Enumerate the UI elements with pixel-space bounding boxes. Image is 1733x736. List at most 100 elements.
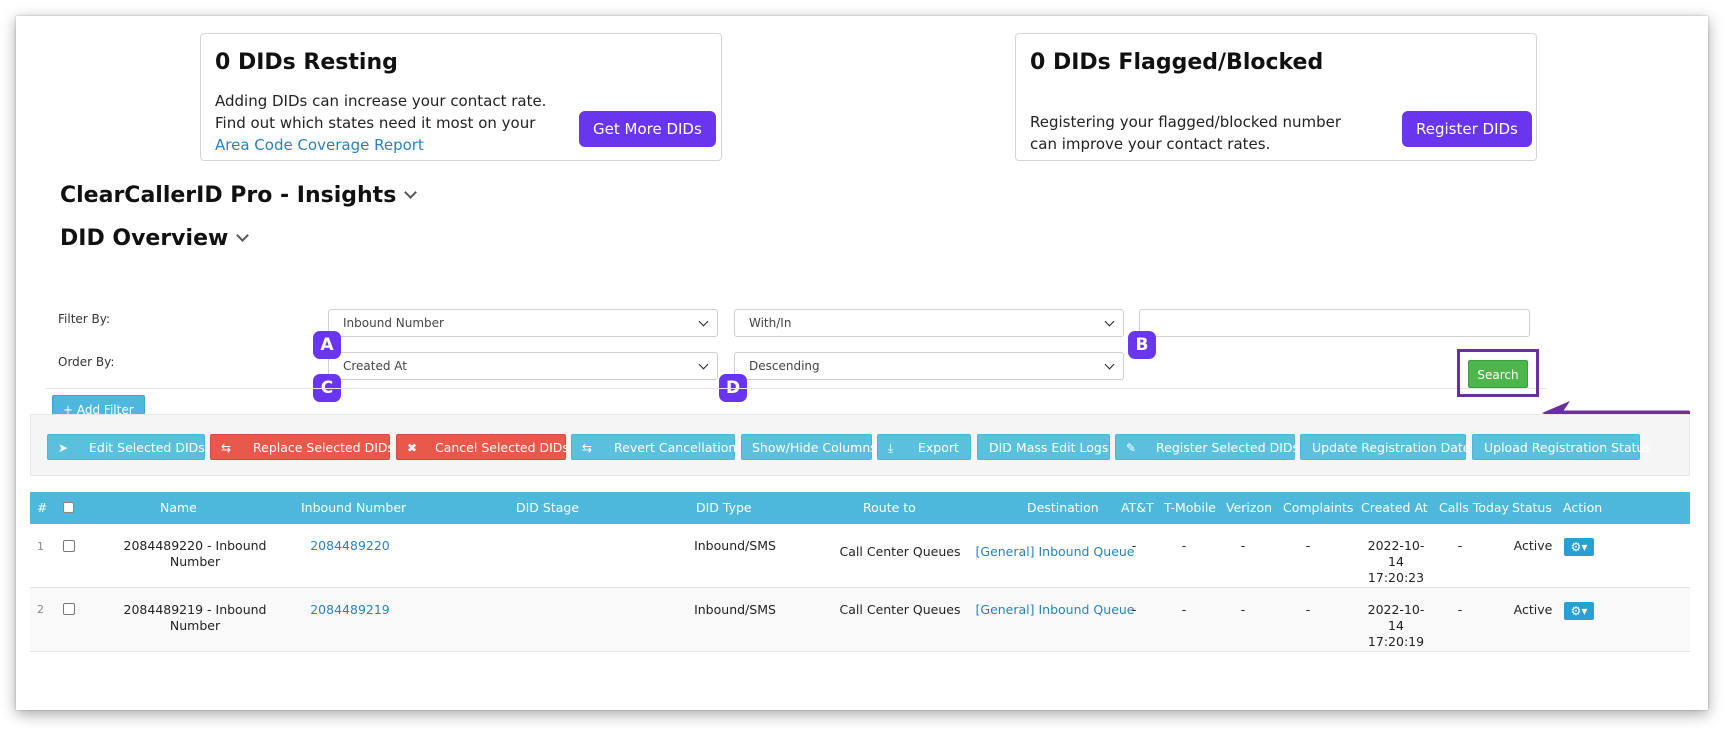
area-code-report-link[interactable]: Area Code Coverage Report [215,136,424,154]
row-action-button[interactable]: ⚙▾ [1564,602,1594,620]
row-created-at: 2022-10- 14 17:20:19 [1356,602,1436,650]
row-name-line2: Number [169,618,221,633]
upload-registration-status-label: Upload Registration Status [1484,440,1651,455]
row-calls-today: - [1457,538,1463,553]
show-hide-columns-label: Show/Hide Columns [752,440,877,455]
get-more-dids-button[interactable]: Get More DIDs [579,111,716,147]
update-registration-date-button[interactable]: Update Registration Date [1300,434,1470,460]
row-att: - [1131,538,1137,553]
col-status[interactable]: Status [1512,500,1552,515]
close-icon: ✖ [407,441,418,455]
col-verizon[interactable]: Verizon [1226,500,1273,515]
row-status: Active [1513,538,1553,553]
col-att[interactable]: AT&T [1121,500,1154,515]
flagged-line1: Registering your flagged/blocked number [1030,113,1342,131]
did-overview-title[interactable]: DID Overview [60,226,250,251]
filter-operator-value: With/In [749,316,792,330]
filter-field-select[interactable]: Inbound Number [328,309,718,337]
destination-link[interactable]: [General] Inbound Queue [975,602,1135,617]
filter-divider [46,388,1546,389]
row-index: 2 [37,603,44,616]
col-created-at[interactable]: Created At [1361,500,1428,515]
register-selected-button[interactable]: ✎ Register Selected DIDs [1115,434,1299,460]
destination-link[interactable]: [General] Inbound Queue [975,544,1135,559]
edit-icon: ✎ [1126,441,1137,455]
chevron-down-icon [698,359,709,370]
resting-title: 0 DIDs Resting [215,50,398,75]
order-direction-select[interactable]: Descending [734,352,1124,380]
row-checkbox[interactable] [63,603,75,615]
row-name-line1: 2084489220 - Inbound [123,538,267,553]
mass-edit-logs-button[interactable]: DID Mass Edit Logs [977,434,1110,460]
inbound-number-link[interactable]: 2084489219 [310,602,390,617]
chevron-down-icon [1104,359,1115,370]
col-tmobile[interactable]: T-Mobile [1164,500,1217,515]
chevron-down-icon [236,229,250,242]
row-created-line1: 2022-10- [1367,602,1425,617]
select-all-checkbox[interactable] [63,502,74,513]
row-created-line2: 14 [1388,618,1404,633]
col-action: Action [1563,500,1603,515]
row-name-line2: Number [169,554,221,569]
register-dids-button[interactable]: Register DIDs [1402,111,1532,147]
order-field-select[interactable]: Created At [328,352,718,380]
row-name: 2084489220 - Inbound Number [100,538,290,570]
col-route-to[interactable]: Route to [863,500,916,515]
update-registration-date-label: Update Registration Date [1312,440,1471,455]
col-did-type[interactable]: DID Type [696,500,752,515]
filter-operator-select[interactable]: With/In [734,309,1124,337]
export-button[interactable]: ⤓ Export [877,434,971,460]
row-calls-today: - [1457,602,1463,617]
row-checkbox[interactable] [63,540,75,552]
row-action-button[interactable]: ⚙▾ [1564,538,1594,556]
col-num: # [37,500,48,515]
chevron-down-icon [404,186,418,199]
annotation-badge-b: B [1128,331,1156,359]
replace-selected-button[interactable]: ⇆ Replace Selected DIDs [210,434,394,460]
row-att: - [1131,602,1137,617]
resting-line1: Adding DIDs can increase your contact ra… [215,92,547,110]
bulk-actions-toolbar: ➤ Edit Selected DIDs ⇆ Replace Selected … [30,414,1690,476]
row-did-type: Inbound/SMS [694,538,776,553]
inbound-number-link[interactable]: 2084489220 [310,538,390,553]
filter-value-input[interactable] [1139,309,1530,337]
col-name[interactable]: Name [160,500,197,515]
order-direction-value: Descending [749,359,820,373]
cancel-selected-button[interactable]: ✖ Cancel Selected DIDs [396,434,569,460]
row-verizon: - [1240,538,1246,553]
retweet-icon: ⇆ [221,441,232,455]
chevron-down-icon [1104,316,1115,327]
row-complaints: - [1305,602,1311,617]
row-index: 1 [37,540,44,553]
col-inbound-number[interactable]: Inbound Number [301,500,407,515]
edit-selected-button[interactable]: ➤ Edit Selected DIDs [47,434,205,460]
did-overview-title-text: DID Overview [60,226,229,251]
col-destination[interactable]: Destination [1027,500,1099,515]
upload-registration-status-button[interactable]: Upload Registration Status [1472,434,1651,460]
row-verizon: - [1240,602,1246,617]
share-arrow-icon: ➤ [58,441,69,455]
row-route-to: Call Center Queues [839,544,961,559]
app-frame: 0 DIDs Resting Adding DIDs can increase … [16,16,1708,710]
cancel-selected-label: Cancel Selected DIDs [435,440,569,455]
row-name-line1: 2084489219 - Inbound [123,602,267,617]
search-button[interactable]: Search [1468,360,1528,388]
col-did-stage[interactable]: DID Stage [516,500,580,515]
replace-selected-label: Replace Selected DIDs [253,440,395,455]
col-complaints[interactable]: Complaints [1283,500,1354,515]
gear-icon: ⚙▾ [1570,604,1588,618]
download-icon: ⤓ [888,441,894,455]
row-did-type: Inbound/SMS [694,602,776,617]
insights-title[interactable]: ClearCallerID Pro - Insights [60,183,418,208]
flagged-card: 0 DIDs Flagged/Blocked Registering your … [1015,33,1537,161]
show-hide-columns-button[interactable]: Show/Hide Columns [741,434,877,460]
row-status: Active [1513,602,1553,617]
row-created-line2: 14 [1388,554,1404,569]
edit-selected-label: Edit Selected DIDs [89,440,205,455]
annotation-badge-a: A [313,331,341,359]
row-tmobile: - [1181,602,1187,617]
order-field-value: Created At [343,359,408,373]
row-created-at: 2022-10- 14 17:20:23 [1356,538,1436,586]
revert-cancellation-button[interactable]: ⇆ Revert Cancellation [571,434,736,460]
col-calls-today[interactable]: Calls Today [1439,500,1509,515]
